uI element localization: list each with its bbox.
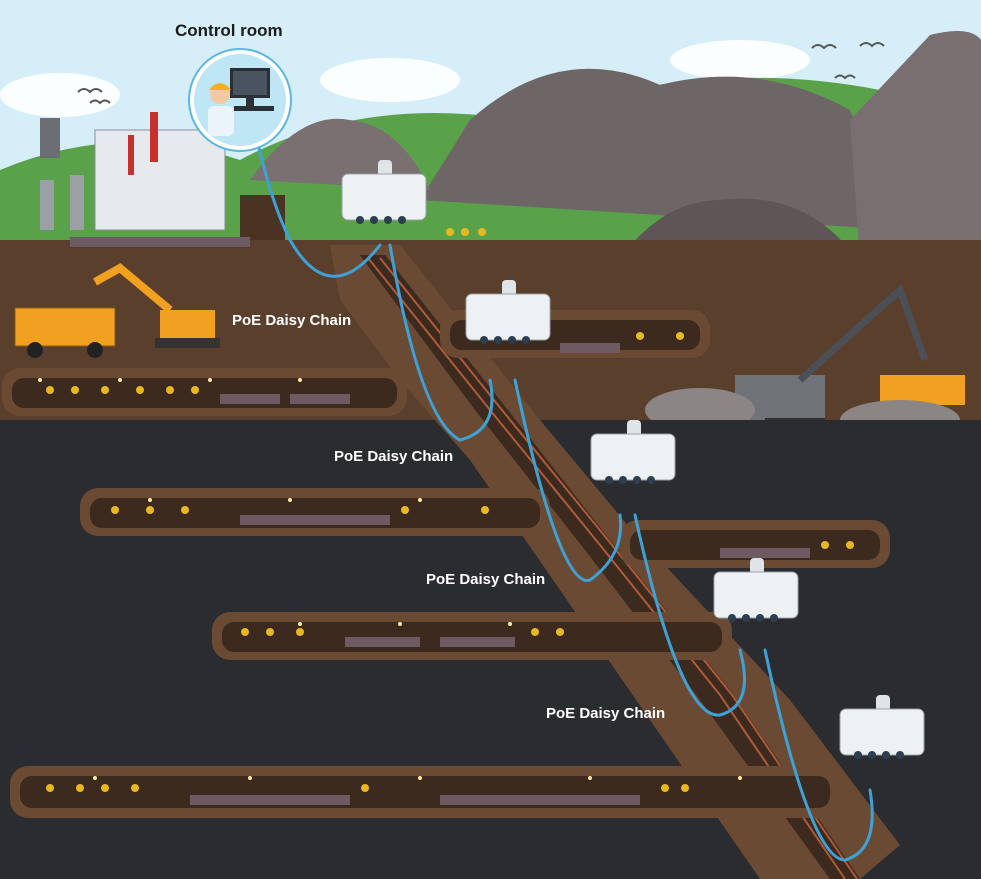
main-shaft-inner — [360, 255, 860, 879]
cable-switch-3-to-4 — [633, 513, 746, 717]
cable-control-to-switch-1 — [253, 128, 382, 278]
mountain-large — [420, 68, 900, 230]
poe-daisy-chain-label: PoE Daisy Chain — [426, 571, 546, 588]
poe-switch-device-icon — [710, 558, 802, 630]
cable-switch-4-to-5 — [763, 648, 874, 862]
mining-shovel — [735, 283, 965, 432]
poe-switch-device-icon — [338, 160, 430, 232]
poe-daisy-chain-label: PoE Daisy Chain — [334, 448, 454, 465]
daisy-chain-cables — [253, 128, 874, 862]
factory — [40, 112, 285, 240]
poe-daisy-chain-label: PoE Daisy Chain — [546, 705, 666, 722]
poe-switch-device-icon — [836, 695, 928, 767]
mountain-right — [850, 31, 981, 260]
clouds — [0, 40, 810, 117]
tunnel-lamps — [38, 378, 742, 780]
rails — [367, 257, 858, 879]
cable-switch-1-to-2 — [388, 243, 494, 442]
excavator — [93, 263, 220, 348]
mine-carts — [70, 237, 810, 805]
poe-switch-device-icon — [587, 420, 679, 492]
dump-truck-left — [14, 307, 116, 358]
miners — [46, 228, 854, 792]
control-room-label: Control room — [175, 21, 283, 40]
operator-computer-icon — [190, 50, 290, 150]
poe-daisy-chain-label: PoE Daisy Chain — [232, 312, 352, 329]
cable-switch-2-to-3 — [513, 378, 623, 582]
poe-switch-device-icon — [462, 280, 554, 352]
birds — [77, 42, 885, 105]
